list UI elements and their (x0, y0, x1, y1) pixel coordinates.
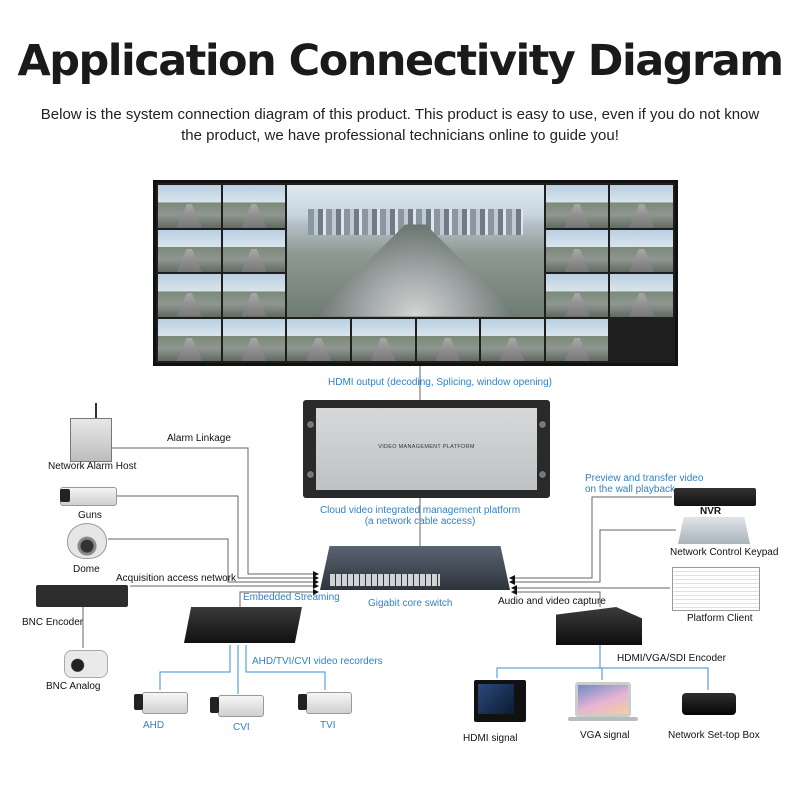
acquisition-label: Acquisition access network (116, 573, 237, 584)
camera-lens-icon (60, 489, 70, 502)
encoder-icon (556, 607, 642, 645)
alarm-host-label: Network Alarm Host (48, 461, 137, 472)
av-capture-label: Audio and video capture (498, 596, 606, 607)
cvi-camera-icon (218, 695, 264, 717)
platform-label-2: (a network cable access) (364, 516, 476, 527)
nvr-label: NVR (700, 506, 722, 517)
camera-lens-icon (210, 697, 219, 713)
wall-tile (222, 185, 286, 228)
camera-lens-icon (134, 694, 143, 710)
wall-tile (610, 185, 673, 228)
hdmi-output-label: HDMI output (decoding, Splicing, window … (328, 377, 553, 388)
settop-label: Network Set-top Box (668, 730, 760, 741)
guns-label: Guns (78, 510, 102, 521)
alarm-linkage-label: Alarm Linkage (167, 433, 231, 444)
dome-label: Dome (73, 564, 100, 575)
tvi-label: TVI (320, 720, 336, 731)
wall-main-view (287, 185, 544, 317)
rack-hole (306, 420, 315, 429)
video-recorder-icon (184, 607, 302, 643)
wall-tile (158, 318, 221, 361)
dome-camera-icon (67, 523, 107, 559)
wall-tile (610, 274, 673, 317)
page-title: Application Connectivity Diagram (17, 36, 784, 86)
analog-camera-icon (64, 650, 108, 678)
keypad-label: Network Control Keypad (670, 547, 779, 558)
camera-lens-icon (298, 694, 307, 710)
wall-tile (545, 185, 609, 228)
wall-tile (545, 229, 609, 272)
platform-panel (316, 408, 537, 490)
cvi-label: CVI (233, 722, 250, 733)
nvr-icon (674, 488, 756, 506)
tvi-camera-icon (306, 692, 352, 714)
bnc-encoder-icon (36, 585, 128, 607)
wall-tile (287, 318, 350, 361)
platform-client-icon (672, 567, 760, 611)
antenna-icon (95, 403, 97, 419)
rack-hole (306, 470, 315, 479)
recorders-label: AHD/TVI/CVI video recorders (252, 656, 383, 667)
switch-ports (330, 574, 440, 586)
alarm-host-icon (70, 418, 112, 462)
keypad-icon (678, 517, 750, 544)
rack-hole (538, 420, 547, 429)
encoder-label: HDMI/VGA/SDI Encoder (617, 653, 726, 664)
preview-label-2: on the wall playback (585, 484, 676, 495)
ahd-label: AHD (143, 720, 165, 731)
switch-label: Gigabit core switch (368, 598, 453, 609)
wall-tile (158, 185, 221, 228)
video-wall (153, 180, 678, 366)
embedded-streaming-label: Embedded Streaming (243, 592, 340, 603)
platform-label-1: Cloud video integrated management platfo… (319, 505, 521, 516)
wall-tile (158, 229, 221, 272)
wall-tile (222, 318, 286, 361)
hdmi-signal-label: HDMI signal (463, 733, 518, 744)
wall-tile (416, 318, 480, 361)
wall-tile (158, 274, 221, 317)
bnc-analog-label: BNC Analog (46, 681, 101, 692)
laptop-icon (575, 682, 631, 717)
wall-tile (222, 229, 286, 272)
rack-hole (538, 470, 547, 479)
bnc-encoder-label: BNC Encoder (22, 617, 84, 628)
wall-tile (351, 318, 415, 361)
wall-tile (610, 229, 673, 272)
ahd-camera-icon (142, 692, 188, 714)
platform-panel-text: VIDEO MANAGEMENT PLATFORM (378, 444, 475, 450)
wall-tile (222, 274, 286, 317)
set-top-box-icon (682, 693, 736, 715)
vga-signal-label: VGA signal (580, 730, 630, 741)
platform-client-label: Platform Client (687, 613, 753, 624)
pc-screen (478, 684, 514, 714)
wall-tile (545, 318, 609, 361)
laptop-base (568, 717, 638, 721)
wall-tile (545, 274, 609, 317)
page-subtitle: Below is the system connection diagram o… (40, 106, 760, 144)
wall-tile (481, 318, 544, 361)
preview-label-1: Preview and transfer video (585, 473, 704, 484)
